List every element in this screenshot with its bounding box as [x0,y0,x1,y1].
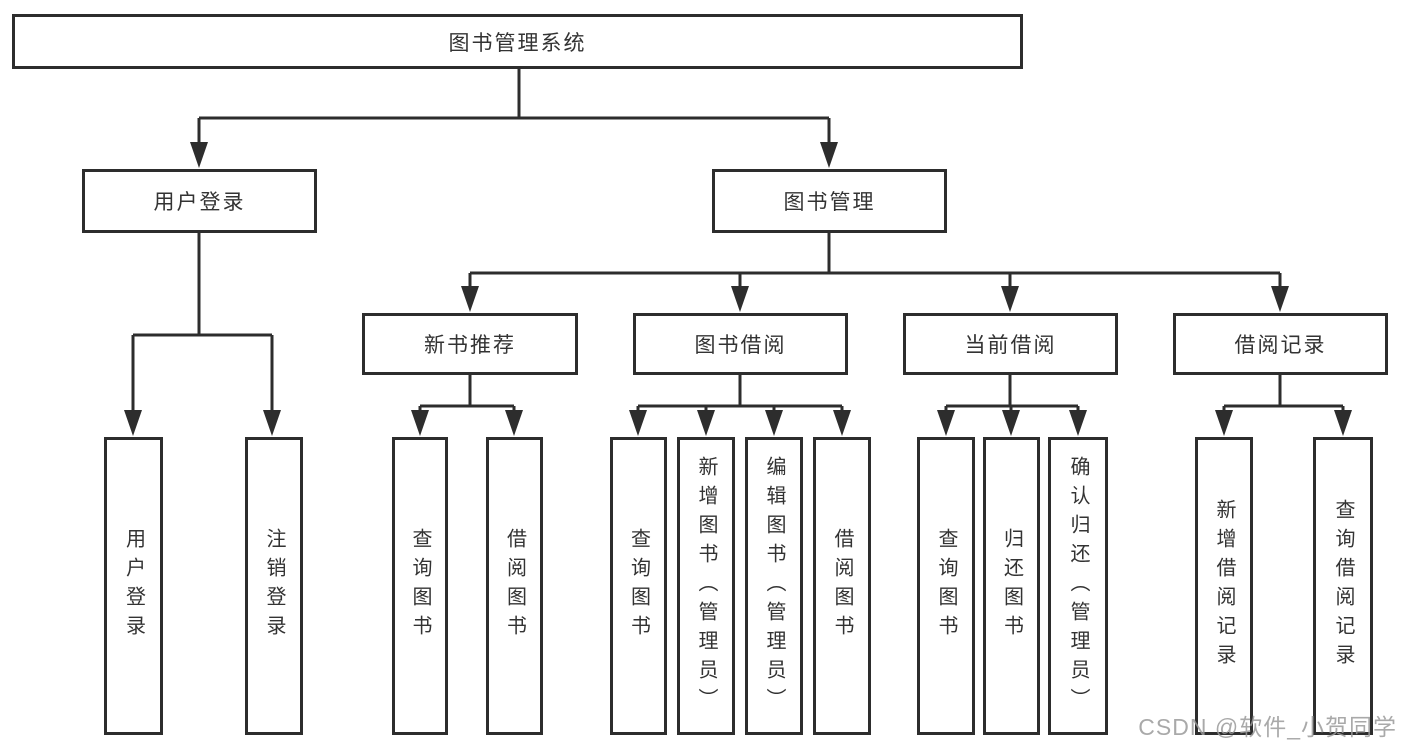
node-label: 确认归还（管理员） [1067,455,1089,717]
node-label: 借阅图书 [831,528,853,644]
leaf-current-return-books: 归还图书 [983,437,1040,735]
arrowhead-icon [1001,286,1019,312]
leaf-current-query-books: 查询图书 [917,437,975,735]
node-label: 新增图书（管理员） [695,455,717,717]
arrowhead-icon [1334,410,1352,436]
connector-root-to-children [190,69,838,168]
connector-line [636,375,844,412]
leaf-borrow-add-books-admin: 新增图书（管理员） [677,437,735,735]
node-label: 借阅记录 [1234,334,1327,357]
connector-line [468,233,1282,288]
node-label: 查询图书 [935,528,957,644]
arrowhead-icon [1002,410,1020,436]
arrowhead-icon [833,410,851,436]
arrowhead-icon [629,410,647,436]
arrowhead-icon [124,410,142,436]
node-label: 用户登录 [122,528,145,644]
leaf-recommend-query-books: 查询图书 [392,437,448,735]
node-book-management: 图书管理 [712,169,947,233]
node-label: 新增借阅记录 [1213,499,1235,673]
node-label: 编辑图书（管理员） [763,455,785,717]
watermark: CSDN @软件_小贺同学 [1138,714,1397,740]
arrowhead-icon [1271,286,1289,312]
node-new-book-recommend: 新书推荐 [362,313,578,375]
node-label: 查询图书 [627,528,650,644]
node-root-system: 图书管理系统 [12,14,1023,69]
leaf-recommend-borrow-books: 借阅图书 [486,437,543,735]
connector-line [418,375,516,412]
arrowhead-icon [1069,410,1087,436]
node-label: 图书借阅 [694,334,787,357]
node-label: 用户登录 [153,191,246,214]
arrowhead-icon [1215,410,1233,436]
arrowhead-icon [765,410,783,436]
node-label: 归还图书 [1000,528,1023,644]
leaf-logout: 注销登录 [245,437,303,735]
connector-line [1222,375,1345,412]
arrowhead-icon [461,286,479,312]
arrowhead-icon [820,142,838,168]
arrowhead-icon [263,410,281,436]
connector-book-management-to-children [461,233,1289,312]
arrowhead-icon [697,410,715,436]
leaf-records-add-record: 新增借阅记录 [1195,437,1253,735]
leaf-current-confirm-return-admin: 确认归还（管理员） [1048,437,1108,735]
node-user-login: 用户登录 [82,169,317,233]
connector-current-borrow-to-children [937,375,1087,436]
connector-line [197,69,831,144]
node-label: 借阅图书 [503,528,526,644]
connector-user-login-to-children [124,233,281,436]
connector-line [131,233,274,412]
node-label: 注销登录 [263,528,285,644]
arrowhead-icon [937,410,955,436]
node-current-borrow: 当前借阅 [903,313,1118,375]
node-borrow-records: 借阅记录 [1173,313,1388,375]
connector-line [944,375,1080,412]
leaf-records-query-record: 查询借阅记录 [1313,437,1373,735]
node-label: 当前借阅 [964,334,1057,357]
node-label: 新书推荐 [424,334,516,357]
connector-book-borrow-to-children [629,375,851,436]
node-label: 图书管理系统 [448,31,587,55]
leaf-borrow-query-books: 查询图书 [610,437,667,735]
leaf-borrow-borrow-books: 借阅图书 [813,437,871,735]
arrowhead-icon [505,410,523,436]
node-label: 查询借阅记录 [1332,499,1354,673]
connector-borrow-records-to-children [1215,375,1352,436]
node-book-borrow: 图书借阅 [633,313,848,375]
arrowhead-icon [731,286,749,312]
node-label: 查询图书 [409,528,431,644]
connector-new-book-recommend-to-children [411,375,523,436]
arrowhead-icon [190,142,208,168]
arrowhead-icon [411,410,429,436]
leaf-user-login: 用户登录 [104,437,163,735]
leaf-borrow-edit-books-admin: 编辑图书（管理员） [745,437,803,735]
node-label: 图书管理 [783,191,876,214]
